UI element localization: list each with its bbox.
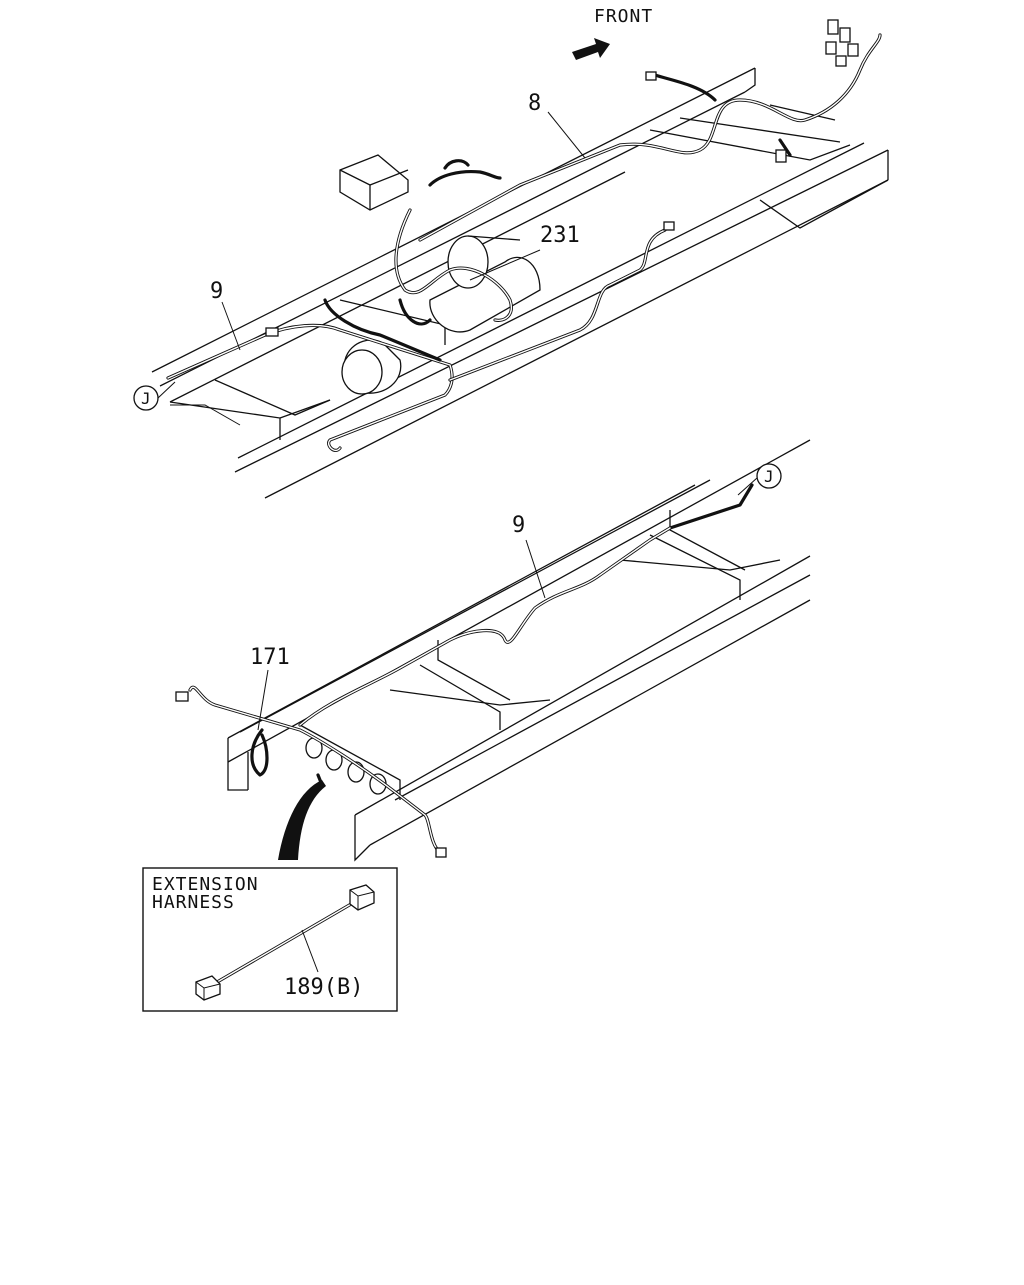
- front-label: FRONT: [594, 6, 653, 27]
- arrow-front-icon: [572, 38, 610, 60]
- front-indicator: FRONT: [572, 6, 653, 60]
- extension-harness-part: [195, 884, 375, 1001]
- lower-cross-member-mid: [389, 640, 551, 730]
- upper-cross-member-rear: [169, 379, 331, 440]
- upper-frame-rail-right: [234, 142, 889, 499]
- detail-title-line1: EXTENSION: [152, 874, 259, 895]
- harness-9-upper-wire: [166, 221, 675, 452]
- callout-9-lower-group: 9: [512, 513, 546, 599]
- lower-cross-member-front: [619, 510, 781, 600]
- upper-connector-cluster: [825, 19, 859, 67]
- upper-cylinder: [341, 339, 402, 395]
- part-label-189b: 189(B): [284, 975, 363, 1000]
- detail-pointer-icon: [278, 780, 326, 860]
- callout-231-group: 231: [469, 223, 580, 281]
- upper-fuel-tank: [429, 235, 541, 333]
- callout-8-group: 8: [528, 91, 586, 159]
- callout-8: 8: [528, 91, 541, 116]
- lower-chassis-view: 9 171 J: [175, 439, 811, 862]
- upper-cross-member-front: [649, 104, 889, 229]
- callout-9-upper-group: 9: [210, 279, 241, 351]
- lower-frame-rail-lower: [354, 555, 811, 862]
- reference-j-upper-label: J: [141, 389, 151, 408]
- harness-9-lower-wire: [298, 483, 754, 727]
- callout-171-group: 171: [250, 645, 290, 731]
- detail-title-line2: HARNESS: [152, 892, 235, 913]
- upper-frame-rail-left: [151, 67, 756, 403]
- upper-control-box: [339, 154, 409, 211]
- lower-cross-member-rear: [299, 724, 401, 800]
- callout-9-upper: 9: [210, 279, 223, 304]
- callout-9-lower: 9: [512, 513, 525, 538]
- reference-j-lower: J: [737, 463, 782, 496]
- harness-231-wire: [394, 159, 513, 326]
- harness-8-wire: [418, 33, 882, 242]
- callout-171: 171: [250, 645, 290, 670]
- extension-harness-detail-box: EXTENSION HARNESS 189(B): [142, 867, 398, 1012]
- upper-chassis-view: 8 231 9 J: [133, 19, 889, 499]
- callout-231: 231: [540, 223, 580, 248]
- reference-j-lower-label: J: [764, 467, 774, 486]
- reference-j-upper: J: [133, 381, 241, 426]
- harness-171-wire: [175, 685, 447, 858]
